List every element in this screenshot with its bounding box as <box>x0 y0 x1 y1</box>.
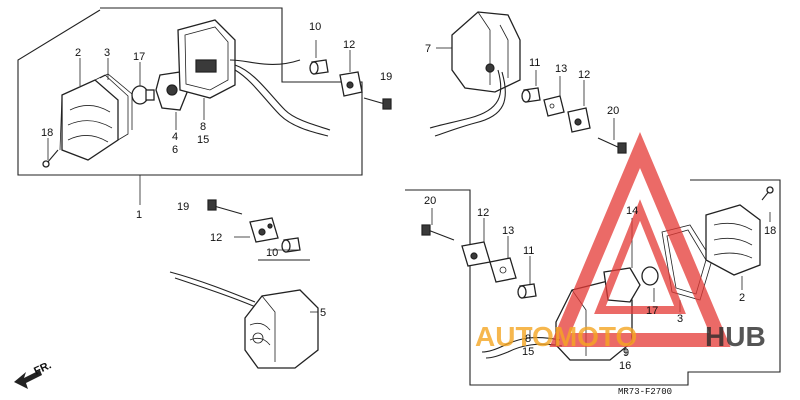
label-2: 2 <box>75 47 81 59</box>
assembly-frame-front-left <box>17 7 363 205</box>
wire-harness-left-top <box>229 59 331 137</box>
watermark-text-orange: AUTOMOTO <box>475 321 637 352</box>
collar-part-12-top <box>339 50 363 97</box>
label-15: 15 <box>197 134 209 146</box>
bolt-part-19-mid <box>207 199 243 215</box>
label-10: 10 <box>266 247 278 259</box>
label-13: 13 <box>502 225 514 237</box>
front-label: FR. <box>32 359 53 377</box>
watermark-logo <box>549 131 731 347</box>
diagram-code: MR73-F2700 <box>618 387 672 397</box>
label-15: 15 <box>522 346 534 358</box>
label-3: 3 <box>104 47 110 59</box>
label-14: 14 <box>626 205 638 217</box>
housing-part-8 <box>177 19 236 99</box>
label-5: 5 <box>320 307 326 319</box>
label-12: 12 <box>210 232 222 244</box>
label-17: 17 <box>646 305 658 317</box>
bolt-part-10-top <box>309 40 329 75</box>
collar-part-12-mid <box>249 217 279 243</box>
lens-part-2-right <box>705 204 761 276</box>
plate-part-13-top <box>543 76 565 117</box>
label-8: 8 <box>200 121 206 133</box>
label-20: 20 <box>607 105 619 117</box>
label-1: 1 <box>136 209 142 221</box>
label-2: 2 <box>739 292 745 304</box>
label-11: 11 <box>529 57 540 69</box>
screw-part-18-left <box>42 149 59 168</box>
bolt-part-20-top <box>597 118 627 154</box>
assembly-frame-front-right <box>405 179 781 386</box>
bolt-part-11-bottom <box>517 283 537 299</box>
label-7: 7 <box>425 43 431 55</box>
label-19: 19 <box>380 71 392 83</box>
label-18: 18 <box>41 127 53 139</box>
screw-part-18-right <box>761 186 774 201</box>
housing-part-7 <box>451 11 521 93</box>
plate-part-13-bottom <box>489 257 517 283</box>
label-12: 12 <box>477 207 489 219</box>
bolt-part-11-top <box>521 70 541 103</box>
wire-harness-right-top <box>429 69 506 137</box>
label-12: 12 <box>578 69 590 81</box>
label-18: 18 <box>764 225 776 237</box>
label-10: 10 <box>309 21 321 33</box>
label-20: 20 <box>424 195 436 207</box>
bolt-part-20-bottom <box>421 224 455 241</box>
wire-harness-right-bottom <box>481 336 563 359</box>
label-13: 13 <box>555 63 567 75</box>
label-4: 4 <box>172 131 178 143</box>
bolt-part-19-top <box>363 97 392 110</box>
lens-part-2 <box>59 79 119 161</box>
label-12: 12 <box>343 39 355 51</box>
collar-part-12-bottom <box>461 241 491 267</box>
label-11: 11 <box>523 245 534 257</box>
label-19: 19 <box>177 201 189 213</box>
label-3: 3 <box>677 313 683 325</box>
wire-harness-left-mid <box>169 259 310 309</box>
label-16: 16 <box>619 360 631 372</box>
label-8: 8 <box>525 333 531 345</box>
label-9: 9 <box>623 347 629 359</box>
bulb-part-17-left <box>131 85 155 105</box>
label-17: 17 <box>133 51 145 63</box>
label-6: 6 <box>172 144 178 156</box>
part-labels: 1 2 3 17 18 4 6 8 15 10 12 19 7 11 13 12… <box>41 21 776 372</box>
front-arrow-icon <box>14 370 42 389</box>
watermark-text-dark: HUB <box>705 321 766 352</box>
bolt-part-10-mid <box>281 237 301 253</box>
housing-part-5 <box>244 289 319 369</box>
collar-part-12-right <box>567 80 591 133</box>
gasket-part-3 <box>94 73 133 141</box>
